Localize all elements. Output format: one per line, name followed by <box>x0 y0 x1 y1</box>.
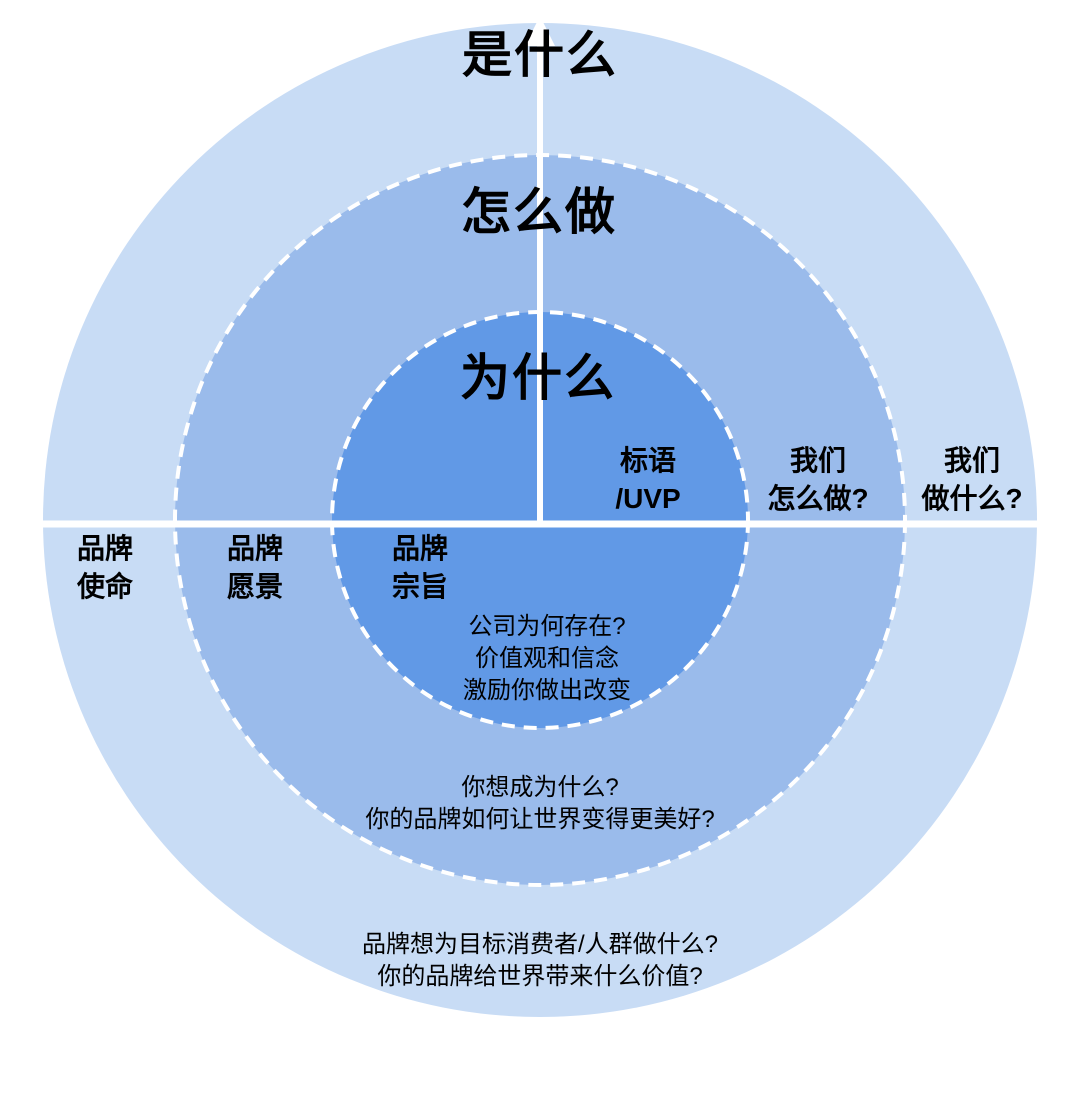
description-line: 激励你做出改变 <box>463 677 631 704</box>
description-line: 价值观和信念 <box>475 645 619 672</box>
middle-ring-title: 怎么做 <box>461 184 617 240</box>
description-line: 公司为何存在? <box>468 613 626 640</box>
why-description: 公司为何存在? 价值观和信念 激励你做出改变 <box>463 611 631 707</box>
up-arrow-icon <box>525 16 555 46</box>
brand-mission-label: 品牌 使命 <box>77 530 133 606</box>
label-line: 宗旨 <box>391 571 449 602</box>
label-line: /UVP <box>615 483 681 514</box>
label-line: 使命 <box>76 571 134 602</box>
how-we-do-label: 我们 怎么做? <box>767 442 868 518</box>
inner-circle-title: 为什么 <box>460 350 616 406</box>
brand-purpose-label: 品牌 宗旨 <box>392 530 448 606</box>
label-line: 我们 <box>943 445 1001 476</box>
label-line: 品牌 <box>226 533 284 564</box>
label-line: 我们 <box>789 445 847 476</box>
description-line: 品牌想为目标消费者/人群做什么? <box>361 931 719 958</box>
outer-ring-title: 是什么 <box>462 27 618 83</box>
how-description: 你想成为什么? 你的品牌如何让世界变得更美好? <box>365 772 714 836</box>
description-line: 你想成为什么? <box>461 774 619 801</box>
label-line: 愿景 <box>226 571 284 602</box>
brand-vision-label: 品牌 愿景 <box>227 530 283 606</box>
description-line: 你的品牌给世界带来什么价值? <box>377 963 703 990</box>
label-line: 怎么做? <box>767 483 869 514</box>
label-line: 品牌 <box>76 533 134 564</box>
label-line: 品牌 <box>391 533 449 564</box>
what-description: 品牌想为目标消费者/人群做什么? 你的品牌给世界带来什么价值? <box>362 929 718 993</box>
label-line: 标语 <box>619 445 677 476</box>
what-we-do-label: 我们 做什么? <box>921 442 1022 518</box>
label-line: 做什么? <box>921 483 1023 514</box>
slogan-uvp-label: 标语 /UVP <box>615 442 680 518</box>
description-line: 你的品牌如何让世界变得更美好? <box>365 806 715 833</box>
